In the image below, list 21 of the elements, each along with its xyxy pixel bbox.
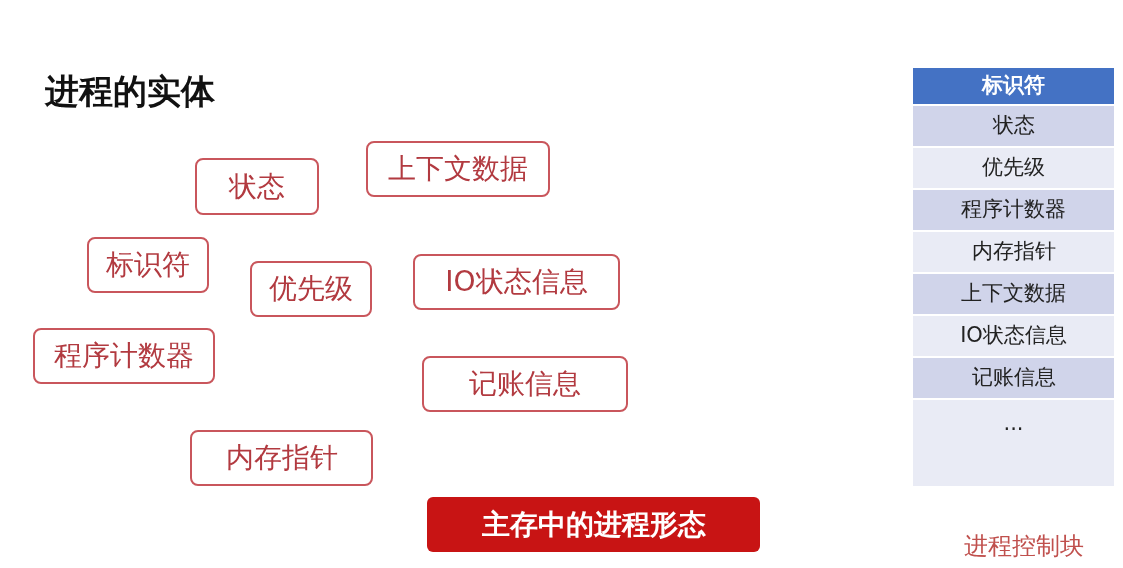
table-row: ... [913,400,1114,486]
attribute-box: 记账信息 [422,356,628,412]
table-row: IO状态信息 [913,316,1114,358]
table-row: 上下文数据 [913,274,1114,316]
attribute-box: IO状态信息 [413,254,620,310]
attribute-box: 程序计数器 [33,328,215,384]
table-header: 标识符 [913,68,1114,106]
attribute-box: 上下文数据 [366,141,550,197]
attribute-box: 状态 [195,158,319,215]
attribute-box: 优先级 [250,261,372,317]
table-row: 状态 [913,106,1114,148]
table-caption: 进程控制块 [962,531,1085,562]
table-row: 内存指针 [913,232,1114,274]
table-row: 程序计数器 [913,190,1114,232]
table-row: 记账信息 [913,358,1114,400]
table-row: 优先级 [913,148,1114,190]
attribute-box: 内存指针 [190,430,373,486]
process-form-banner: 主存中的进程形态 [427,497,760,552]
page-title: 进程的实体 [45,70,215,113]
attribute-box: 标识符 [87,237,209,293]
pcb-table [913,68,1114,486]
